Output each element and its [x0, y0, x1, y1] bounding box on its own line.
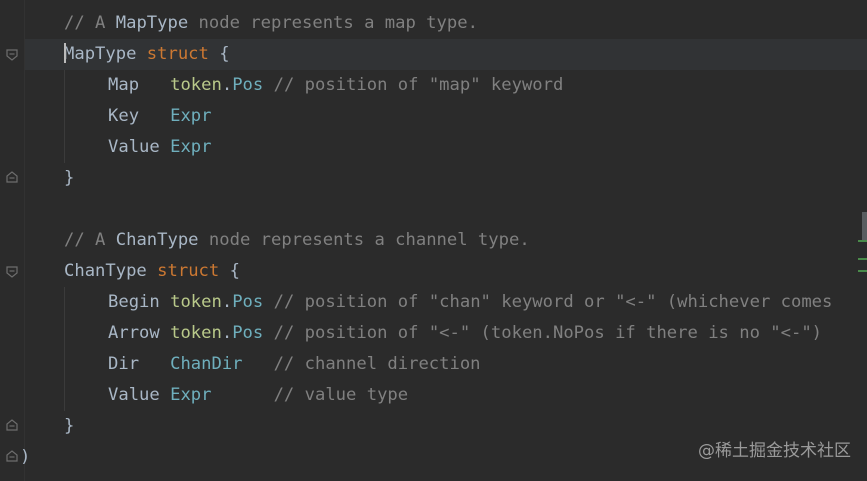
- change-marker: [858, 258, 867, 260]
- fold-close-icon[interactable]: [5, 171, 19, 185]
- code-token: token: [170, 292, 222, 312]
- code-token: ): [20, 447, 31, 467]
- code-line[interactable]: Map token.Pos // position of "map" keywo…: [108, 70, 563, 101]
- code-token: // position of "<-" (token.NoPos if ther…: [263, 323, 823, 343]
- code-line[interactable]: Dir ChanDir // channel direction: [108, 349, 481, 380]
- code-token: Value: [108, 385, 171, 405]
- code-token: {: [219, 44, 230, 64]
- code-token: Dir: [108, 354, 171, 374]
- code-line[interactable]: Arrow token.Pos // position of "<-" (tok…: [108, 318, 822, 349]
- code-token: }: [64, 168, 75, 188]
- code-line[interactable]: MapType struct {: [64, 39, 230, 70]
- gutter-divider: [24, 0, 25, 481]
- code-line[interactable]: Value Expr // value type: [108, 380, 408, 411]
- scrollbar-markers[interactable]: [857, 210, 867, 280]
- code-token: Expr: [170, 385, 212, 405]
- code-token: .: [221, 75, 233, 95]
- code-token: ChanDir: [170, 354, 243, 374]
- code-token: token: [170, 323, 222, 343]
- code-token: Key: [108, 106, 171, 126]
- fold-open-icon[interactable]: [5, 47, 19, 61]
- scroll-marker: [862, 212, 867, 240]
- code-line[interactable]: ChanType struct {: [64, 256, 240, 287]
- code-token: // position of "map" keyword: [263, 75, 564, 95]
- editor-gutter: [0, 0, 24, 481]
- code-token: MapType: [115, 13, 189, 33]
- code-token: // A: [64, 13, 116, 33]
- code-token: // A: [64, 230, 116, 250]
- code-token: Value: [108, 137, 171, 157]
- code-token: Expr: [170, 106, 212, 126]
- code-token: Begin: [108, 292, 171, 312]
- text-caret: [64, 43, 66, 63]
- code-token: // channel direction: [242, 354, 481, 374]
- code-token: node represents a map type.: [188, 13, 478, 33]
- code-token: Pos: [232, 75, 264, 95]
- code-token: Pos: [232, 292, 264, 312]
- code-token: // position of "chan" keyword or "<-" (w…: [263, 292, 833, 312]
- code-token: Arrow: [108, 323, 171, 343]
- code-line[interactable]: Begin token.Pos // position of "chan" ke…: [108, 287, 832, 318]
- watermark: @稀土掘金技术社区: [698, 441, 851, 461]
- code-token: Map: [108, 75, 171, 95]
- change-marker: [858, 270, 867, 272]
- code-line[interactable]: ): [20, 442, 30, 473]
- code-token: // value type: [211, 385, 409, 405]
- change-marker: [858, 240, 867, 242]
- fold-close-icon[interactable]: [5, 450, 19, 464]
- fold-close-icon[interactable]: [5, 419, 19, 433]
- code-token: .: [221, 323, 233, 343]
- fold-open-icon[interactable]: [5, 264, 19, 278]
- code-token: Expr: [170, 137, 212, 157]
- code-token: }: [64, 416, 75, 436]
- indent-guide: [64, 287, 65, 411]
- code-line[interactable]: }: [64, 163, 74, 194]
- current-line-highlight: [25, 39, 867, 70]
- code-token: {: [229, 261, 240, 281]
- indent-guide: [64, 70, 65, 163]
- code-line[interactable]: Value Expr: [108, 132, 212, 163]
- code-token: .: [221, 292, 233, 312]
- code-token: ChanType: [64, 261, 147, 281]
- code-token: token: [170, 75, 222, 95]
- code-line[interactable]: // A MapType node represents a map type.: [64, 8, 478, 39]
- code-line[interactable]: Key Expr: [108, 101, 212, 132]
- code-token: struct: [136, 44, 220, 64]
- code-token: ChanType: [115, 230, 199, 250]
- code-line[interactable]: // A ChanType node represents a channel …: [64, 225, 530, 256]
- code-token: MapType: [64, 44, 137, 64]
- code-line[interactable]: }: [64, 411, 74, 442]
- code-token: Pos: [232, 323, 264, 343]
- code-token: struct: [146, 261, 230, 281]
- code-token: node represents a channel type.: [198, 230, 530, 250]
